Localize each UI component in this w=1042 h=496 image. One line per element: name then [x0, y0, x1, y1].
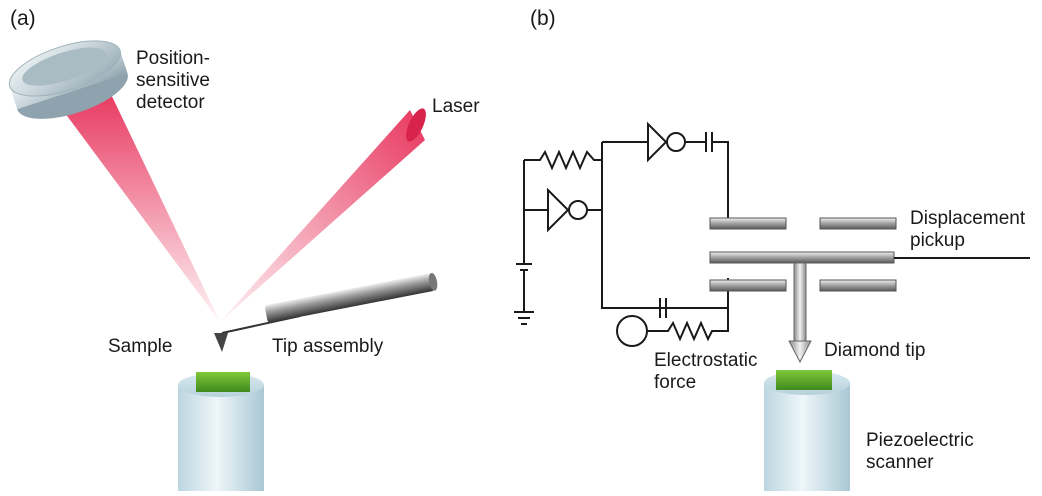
displacement-pickup-label: Displacement pickup — [910, 208, 1026, 251]
electrostatic-force-label: Electrostatic force — [654, 350, 758, 393]
afm-tip — [214, 333, 228, 352]
laser-source — [406, 108, 426, 142]
sample-block-a — [196, 372, 250, 392]
diamond-tip-label: Diamond tip — [824, 340, 926, 361]
diamond-tip — [788, 262, 812, 364]
piezoelectric-scanner-label: Piezoelectric scanner — [866, 430, 974, 473]
position-sensitive-detector — [8, 40, 128, 119]
panel-a-label: (a) — [10, 7, 36, 30]
tip-assembly-rod — [264, 272, 438, 323]
sample-label: Sample — [108, 336, 173, 357]
laser-beam — [220, 110, 425, 322]
sample-block-b — [776, 370, 832, 390]
laser-label: Laser — [432, 96, 480, 117]
circuit — [514, 121, 729, 347]
panel-b-label: (b) — [530, 7, 556, 30]
tip-assembly-label: Tip assembly — [272, 336, 384, 357]
detector-label: Position- sensitive detector — [136, 48, 210, 113]
reflected-beam — [56, 88, 220, 322]
